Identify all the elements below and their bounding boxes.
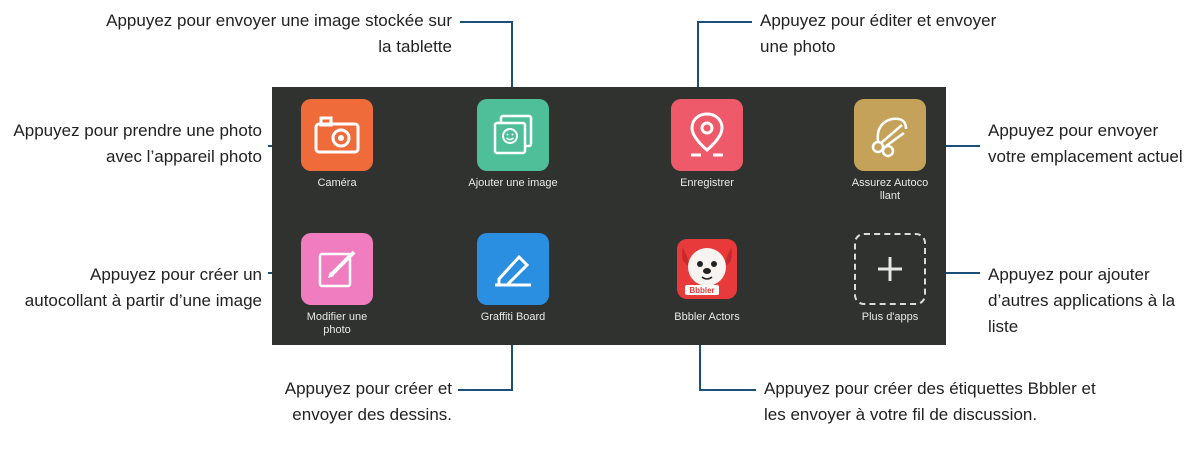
app-camera[interactable]: Caméra [262, 99, 412, 219]
line-add-image [460, 21, 513, 98]
photo-stack-icon [477, 99, 549, 171]
callout-graffiti: Appuyez pour créer et envoyer des dessin… [284, 379, 452, 424]
app-add-image[interactable]: Ajouter une image [438, 99, 588, 219]
callout-bbbler: Appuyez pour créer des étiquettes Bbbler… [764, 379, 1096, 424]
bbbler-badge: Bbbler [689, 286, 714, 295]
line-record [697, 21, 752, 98]
app-label: Graffiti Board [480, 311, 546, 323]
callout-modify-photo: Appuyez pour créer un autocollant à part… [24, 265, 262, 310]
app-more-apps[interactable]: Plus d'apps [815, 233, 965, 353]
app-label: Assurez Autoco llant [851, 177, 929, 202]
callout-more-apps: Appuyez pour ajouter d’autres applicatio… [988, 265, 1176, 336]
line-bbbler [699, 338, 756, 391]
app-sticker[interactable]: Assurez Autoco llant [815, 99, 965, 219]
app-label: Bbbler Actors [674, 311, 740, 323]
callout-add-image: Appuyez pour envoyer une image stockée s… [106, 11, 452, 56]
camera-icon [301, 99, 373, 171]
app-label: Caméra [317, 177, 357, 189]
app-label: Modifier une photo [306, 311, 368, 336]
bbbler-dog-icon: Bbbler [671, 233, 743, 305]
callout-record: Appuyez pour éditer et envoyer une photo [760, 11, 997, 56]
app-bbbler[interactable]: Bbbler Bbbler Actors [632, 233, 782, 353]
plus-icon [854, 233, 926, 305]
edit-pencil-icon [301, 233, 373, 305]
callout-sticker: Appuyez pour envoyer votre emplacement a… [988, 121, 1183, 166]
app-graffiti[interactable]: Graffiti Board [438, 233, 588, 353]
app-label: Enregistrer [680, 177, 734, 189]
app-record[interactable]: Enregistrer [632, 99, 782, 219]
graffiti-pencil-icon [477, 233, 549, 305]
callout-camera: Appuyez pour prendre une photo avec l’ap… [13, 121, 262, 166]
app-modify-photo[interactable]: Modifier une photo [262, 233, 412, 353]
app-label: Plus d'apps [861, 311, 919, 323]
app-label: Ajouter une image [468, 177, 558, 189]
location-pin-icon [671, 99, 743, 171]
scissors-icon [854, 99, 926, 171]
line-graffiti [458, 338, 513, 391]
apps-panel: Caméra Ajouter une image Enregistrer [272, 87, 946, 345]
